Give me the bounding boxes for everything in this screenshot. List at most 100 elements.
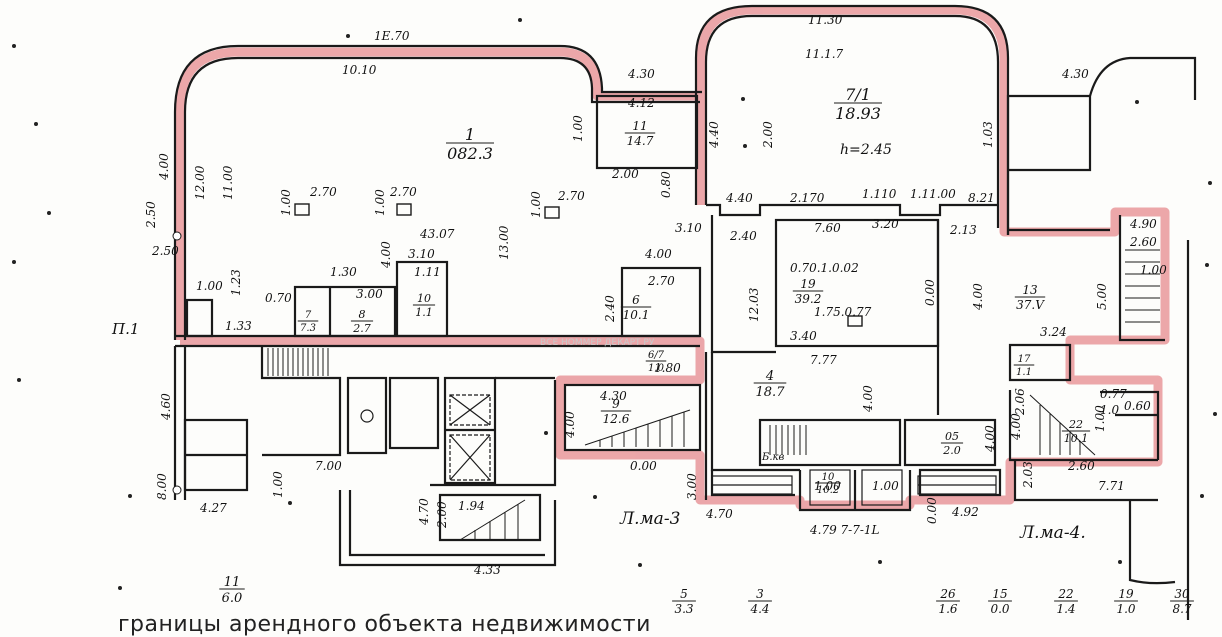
dim-col-3: 2.70 (557, 189, 585, 203)
room-number: 17 (1018, 354, 1031, 365)
room-area: 1.1 (415, 306, 433, 319)
room-area: 6.0 (222, 591, 243, 606)
dim-center-14: 12.03 (747, 287, 761, 322)
columns (294, 203, 863, 327)
room-label: 82.7 (350, 308, 374, 335)
dim-center-4: 1.11.00 (910, 187, 956, 201)
dim-center-13: 2.13 (949, 223, 977, 237)
dim-top-inner: 10.10 (342, 63, 377, 77)
dim-small-4: 4.00 (379, 241, 393, 269)
dim-bottom-11: 4.70 (705, 507, 733, 521)
dim-center-3: 1.110 (862, 187, 897, 201)
room-area: 1.0 (648, 363, 665, 374)
dim-center-5: 8.21 (968, 191, 995, 205)
room-number: 11 (224, 575, 241, 590)
room-area: 3.3 (674, 602, 693, 616)
dim-right-10: 4.00 (983, 425, 997, 453)
dim-center-2: 2.170 (789, 191, 825, 205)
room-label: 116.0 (219, 575, 245, 606)
dim-bottom-6: 1.94 (458, 499, 485, 513)
dim-right-4: 0.60 (1124, 399, 1151, 413)
dim-center-1: 4.40 (725, 191, 753, 205)
room-label: 6/71.0 (645, 350, 667, 374)
room-label: 052.0 (940, 430, 964, 457)
room-label: 418.7 (753, 369, 787, 400)
dim-main-h: 43.07 (419, 227, 455, 241)
room-number: 10 (822, 472, 835, 483)
room-area: 1.1 (1016, 367, 1032, 378)
dim-bottom-3: 4.27 (199, 501, 227, 515)
dim-right-6: 1.00 (1140, 263, 1167, 277)
lease-boundary-left-wing (175, 47, 705, 340)
dim-left-v7: 8.00 (155, 473, 169, 500)
dim-bottom-16: 2.03 (1021, 461, 1035, 489)
lease-boundary-right-wing (696, 5, 1170, 505)
dim-center-19: 2.40 (603, 295, 617, 323)
dim-v-2: 4.40 (707, 121, 721, 149)
dim-right-1: 3.24 (1040, 325, 1067, 339)
stair-labels: Л.ма-3 Л.ма-4. П.1 Б.кв (111, 320, 1086, 543)
dim-col-h3: 1.00 (529, 191, 543, 218)
room-area: 10.1 (1064, 432, 1089, 445)
dim-center-12: 2.40 (729, 229, 757, 243)
dim-col-1: 2.70 (309, 185, 337, 199)
room-labels: 1082.37/118.93h=2.451114.71939.21337.V61… (219, 85, 1194, 616)
dim-connector: 4.30 (627, 67, 655, 81)
room-number: 13 (1022, 283, 1038, 297)
room-area: 10.2 (817, 485, 839, 496)
room-number: 11 (632, 119, 647, 133)
dim-right-2: 2.06 (1013, 388, 1027, 416)
dim-bottom-17: 2.60 (1067, 459, 1095, 473)
room-number: 26 (939, 587, 956, 601)
room-number: 19 (800, 277, 816, 291)
stair-corridor-left (267, 348, 329, 376)
stairs (267, 249, 1160, 541)
walls (173, 4, 1197, 620)
room-area: 082.3 (447, 144, 493, 163)
dim-bottom-1: 7.00 (315, 459, 342, 473)
dim-top-outer: 1E.70 (374, 29, 410, 43)
entrance-label: П.1 (111, 320, 139, 338)
dim-center-8: 0.70.1.0.02 (790, 261, 859, 275)
stair-label-4: Л.ма-4. (1019, 523, 1086, 543)
room-number: 22 (1057, 587, 1073, 601)
stair-bottom-left (459, 499, 526, 541)
stair-bottom-center (769, 425, 807, 455)
room-label: 191.0 (1114, 587, 1138, 616)
dim-mid-3: 3.10 (675, 221, 702, 235)
entrance-marker-2 (172, 485, 182, 495)
room-number: 15 (992, 587, 1007, 601)
dim-bottom-10: 3.00 (685, 473, 699, 500)
dim-right-11: 4.90 (1129, 217, 1157, 231)
room-number: 19 (1118, 587, 1134, 601)
legend-caption: границы арендного объекта недвижимости (118, 612, 651, 637)
room-label: 912.6 (600, 397, 632, 426)
dim-mid-4: 4.00 (644, 247, 672, 261)
stair-right-block (1029, 394, 1096, 456)
dots (12, 18, 1217, 590)
room-label: 171.1 (1013, 354, 1035, 378)
room-number: 30 (1174, 587, 1190, 601)
entrance-marker-1 (172, 231, 182, 241)
room-label: 221.4 (1054, 587, 1078, 616)
room-area: 7.3 (300, 323, 316, 334)
room-area: 4.4 (749, 602, 769, 616)
room-number: 22 (1068, 418, 1083, 431)
dim-left-v4: 2.50 (144, 201, 158, 229)
dim-room-w2: 3.10 (408, 247, 435, 261)
dim-left-v5: 2.50 (151, 244, 179, 258)
room-label: 261.6 (936, 587, 960, 616)
dim-center-11: 7.77 (810, 353, 837, 367)
dim-left-v1: 4.00 (157, 153, 171, 181)
dim-center-16: 4.00 (971, 283, 985, 311)
room-label: 53.3 (672, 587, 696, 616)
room-label: 7/118.93 (834, 85, 882, 123)
room-label: 10 10.2 (815, 472, 841, 496)
dim-top-right-inner: 11.1.7 (805, 47, 844, 61)
dim-col-h2: 1.00 (373, 189, 387, 216)
